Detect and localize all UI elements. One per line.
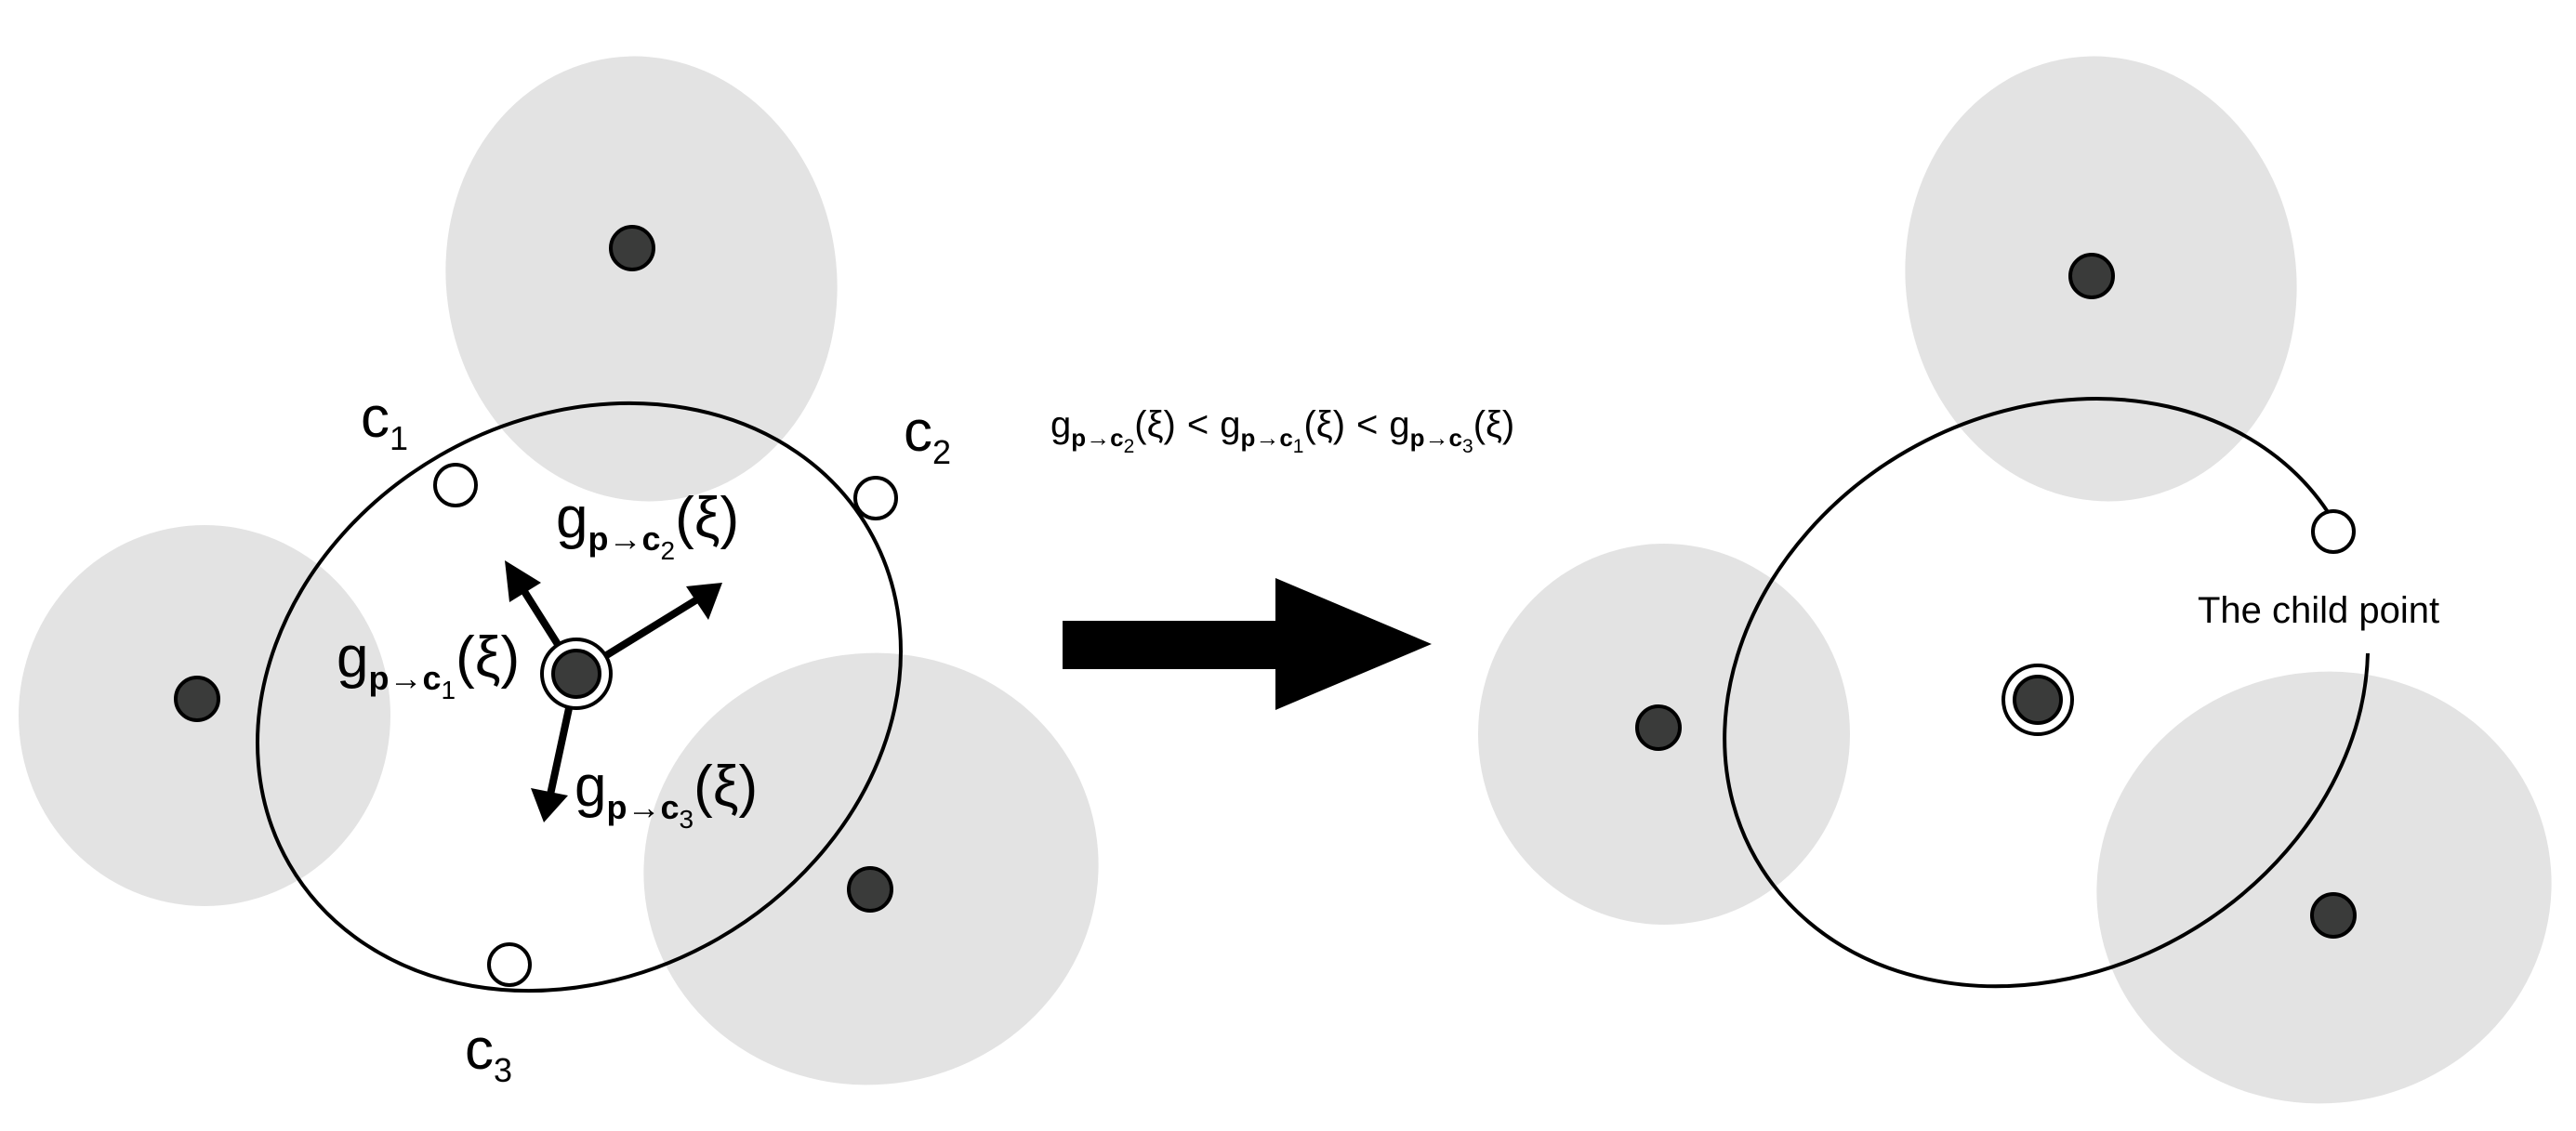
left-panel: c1 c2 c3 gp→c1(ξ) gp→c2(ξ) gp→c3(ξ) xyxy=(19,56,1099,1089)
parent-neighborhood-open-ellipse xyxy=(1723,397,2370,989)
gradient-label-c1: gp→c1(ξ) xyxy=(337,625,520,704)
neighbor-point-bottom-right xyxy=(2310,892,2357,939)
neighbor-point-left xyxy=(174,676,220,722)
child-point-c2 xyxy=(853,476,898,520)
gradient-label-c2: gp→c2(ξ) xyxy=(556,486,739,565)
parent-neighborhood-ellipse xyxy=(256,401,903,993)
shaded-region-top xyxy=(445,56,838,502)
gradient-label-c3: gp→c3(ξ) xyxy=(575,755,758,834)
selected-child-point xyxy=(2311,509,2356,554)
child-point-annotation: The child point xyxy=(2198,590,2439,631)
label-c2: c2 xyxy=(904,400,951,471)
neighbor-point-bottom xyxy=(847,866,893,913)
neighbor-point-top xyxy=(609,225,655,271)
child-point-c1 xyxy=(433,463,478,507)
inequality-term-2: g xyxy=(1220,404,1240,445)
neighbor-point-left-right xyxy=(1635,704,1682,751)
transition-arrow xyxy=(1063,578,1432,710)
parent-point-right xyxy=(2013,675,2063,725)
child-point-c3 xyxy=(487,942,532,987)
label-c1: c1 xyxy=(361,386,408,457)
neighbor-point-top-right xyxy=(2068,253,2115,299)
label-c3: c3 xyxy=(465,1018,512,1089)
inequality-text: gp→c2(ξ)<gp→c1(ξ)<gp→c3(ξ) xyxy=(1050,404,1514,457)
inequality-term-3: g xyxy=(1389,404,1409,445)
parent-point xyxy=(551,649,601,699)
inequality-operator-2: < xyxy=(1356,404,1378,445)
shaded-region-bottom-right xyxy=(2096,671,2552,1104)
right-panel: The child point xyxy=(1478,56,2552,1104)
inequality-term-1: g xyxy=(1050,404,1071,445)
transition: gp→c2(ξ)<gp→c1(ξ)<gp→c3(ξ) xyxy=(1050,404,1514,710)
inequality-operator-1: < xyxy=(1187,404,1209,445)
